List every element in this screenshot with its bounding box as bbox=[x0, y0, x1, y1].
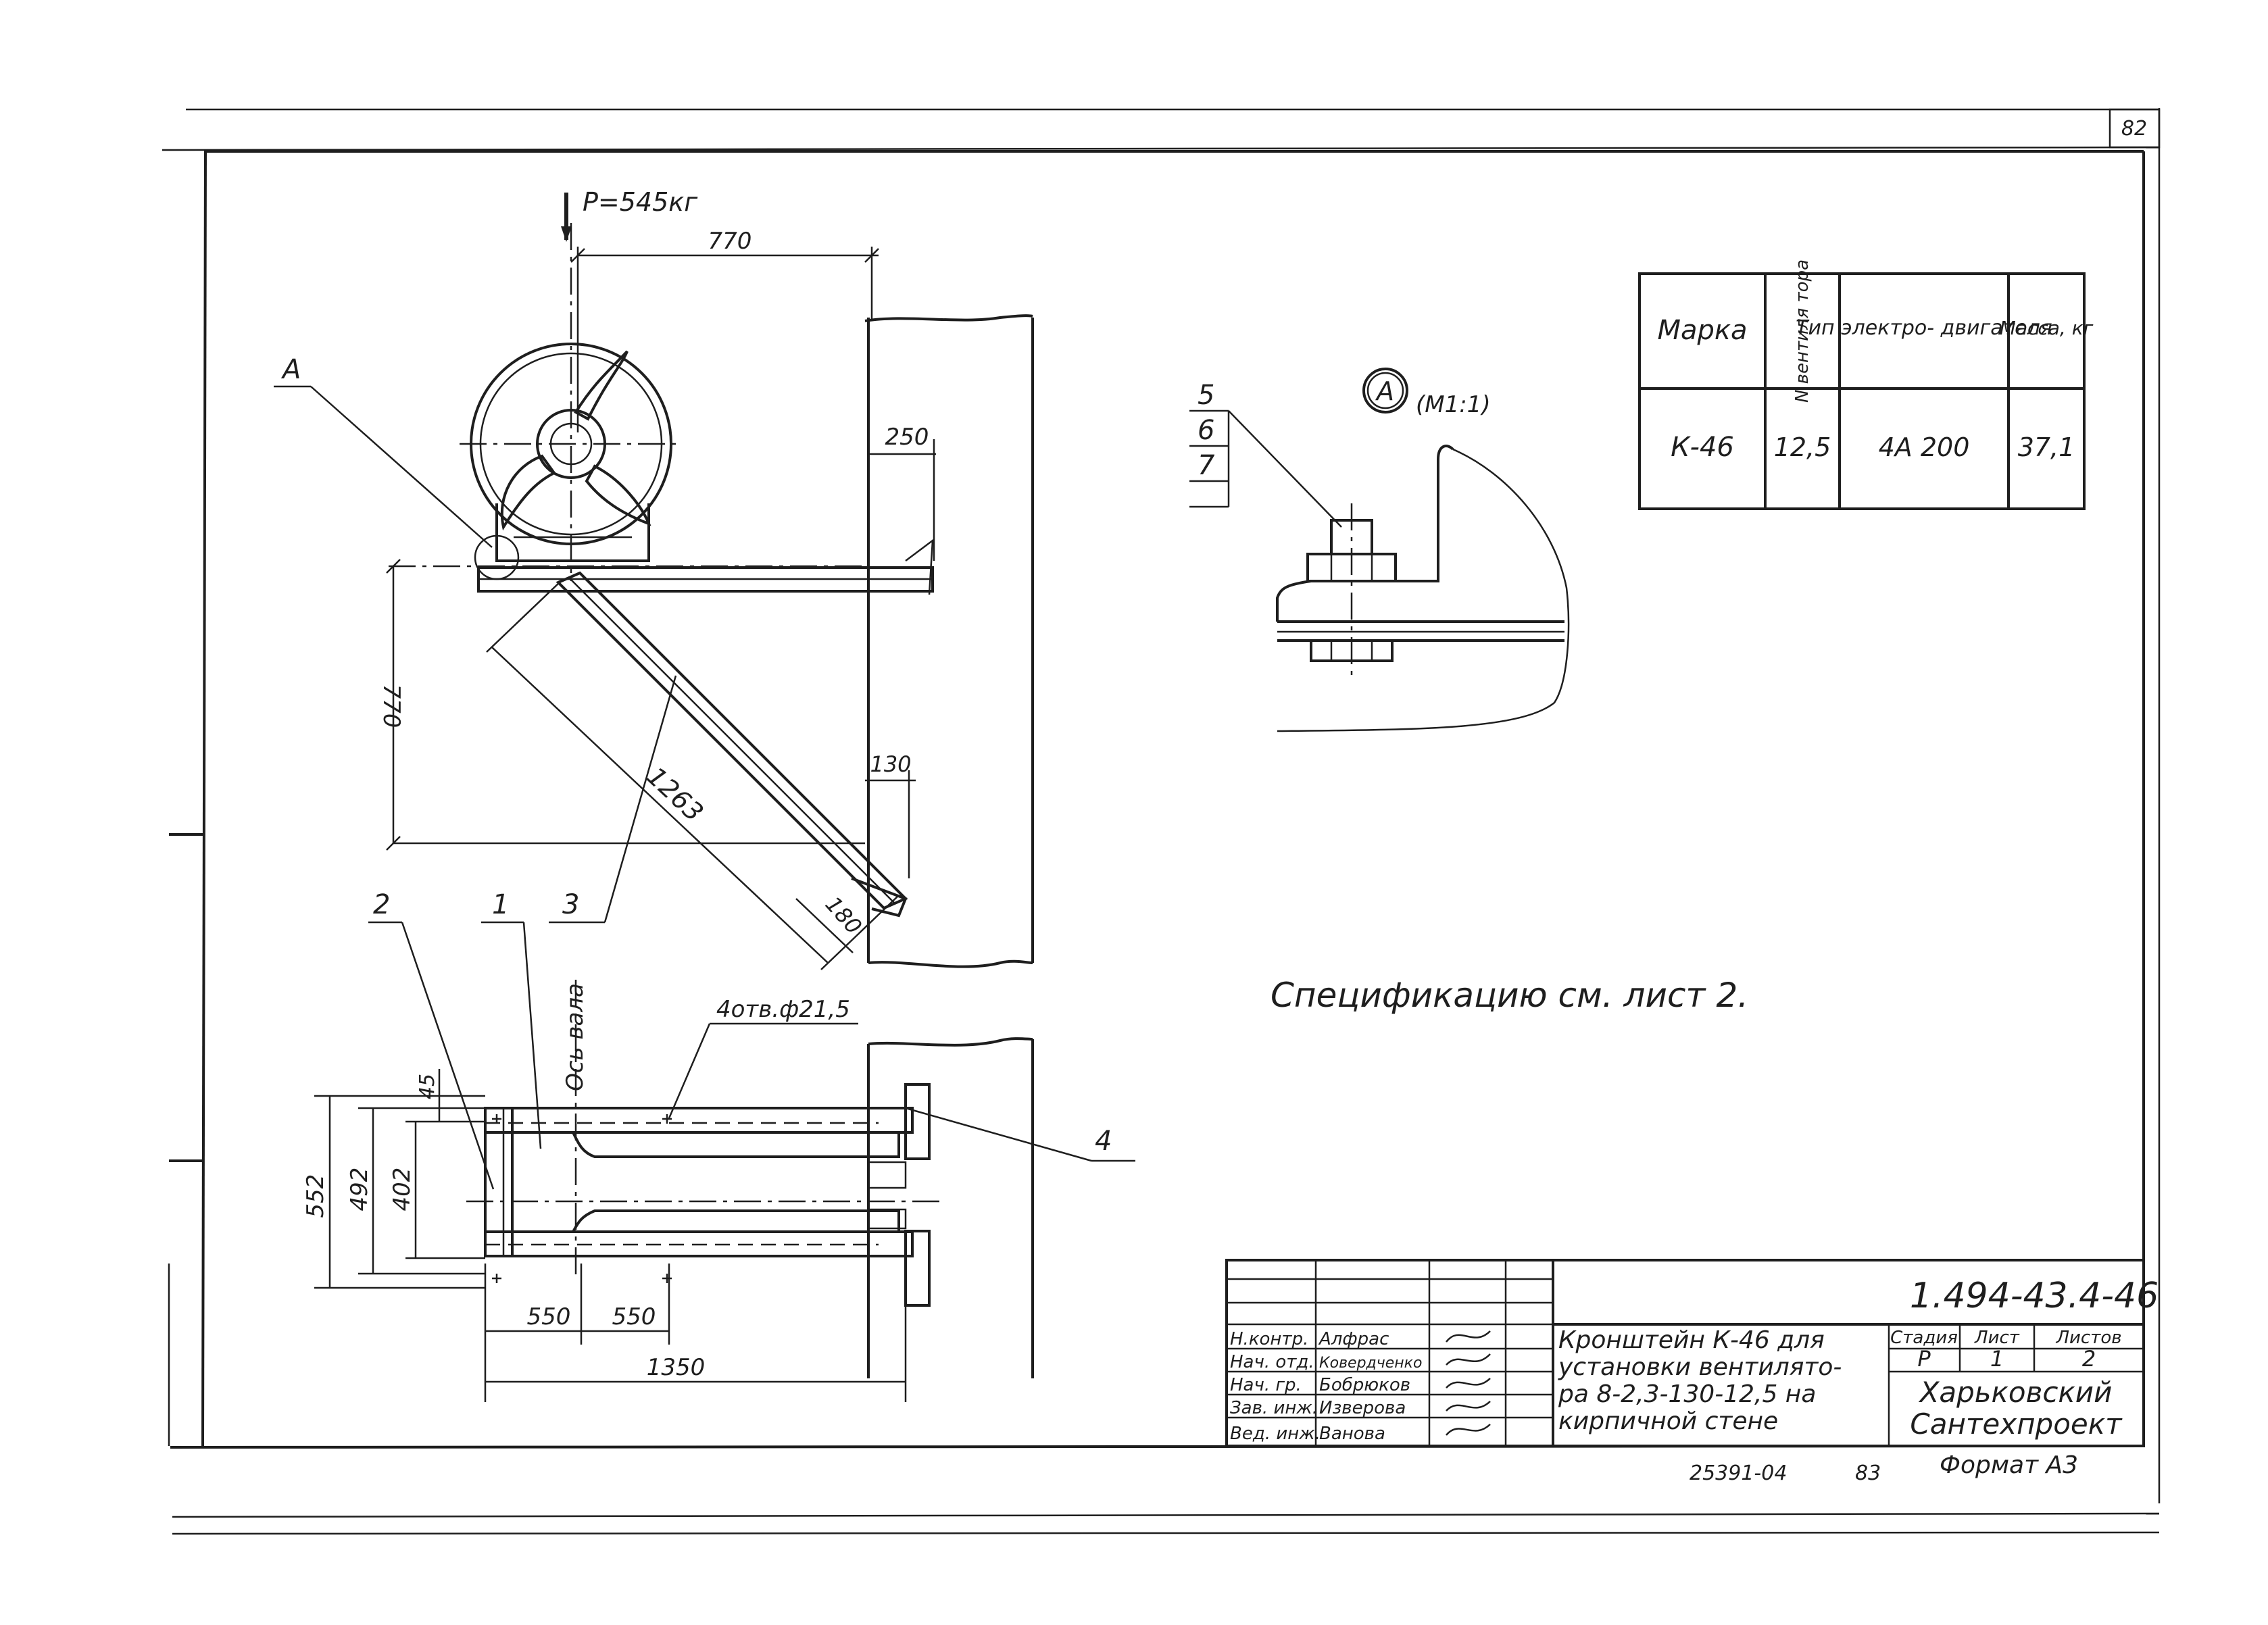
spec-note: Спецификацию см. лист 2. bbox=[1271, 976, 1748, 1015]
dim-text: 550 bbox=[612, 1303, 656, 1330]
org-line-1: Харьковский bbox=[1919, 1376, 2113, 1409]
dim-text: 1350 bbox=[647, 1354, 706, 1381]
sheet-header: Лист bbox=[1974, 1328, 2020, 1348]
detail-pos-7: 7 bbox=[1198, 450, 1215, 481]
title-block: 1.494-43.4-46 Н.контр. Алфрас Нач. отд. … bbox=[1225, 1259, 2159, 1447]
format-label: Формат А3 bbox=[1940, 1451, 2078, 1479]
dim-text: 130 bbox=[870, 751, 911, 777]
role-3: Нач. гр. bbox=[1230, 1375, 1302, 1395]
pos-3-label: 3 bbox=[562, 889, 579, 920]
name-5: Ванова bbox=[1319, 1424, 1385, 1444]
spec-cell-mass: 37,1 bbox=[2018, 432, 2075, 462]
spec-cell-mark: К-46 bbox=[1671, 432, 1734, 463]
fan-housing bbox=[460, 223, 683, 581]
name-4: Изверова bbox=[1319, 1398, 1406, 1418]
spec-header-mass: Масса, кг bbox=[2000, 317, 2094, 339]
dim-text: 402 bbox=[389, 1168, 416, 1211]
pos-1-label: 1 bbox=[492, 889, 509, 920]
name-2: Ковердченко bbox=[1319, 1355, 1422, 1372]
detail-a-marker: А bbox=[1375, 376, 1394, 406]
spec-header-mark: Марка bbox=[1657, 315, 1747, 346]
dim-wall-250: 250 bbox=[868, 424, 936, 561]
spec-table: Марка N вентиля тора Тип электро- двигат… bbox=[1638, 259, 2094, 510]
role-2: Нач. отд. bbox=[1230, 1352, 1314, 1372]
role-4: Зав. инж. bbox=[1230, 1398, 1318, 1418]
inventory-number: 25391-04 bbox=[1690, 1461, 1787, 1485]
title-line-4: кирпичной стене bbox=[1558, 1407, 1778, 1435]
callout-a-label: А bbox=[280, 354, 301, 385]
detail-a-drawing bbox=[1276, 445, 1570, 732]
dim-vert-770: 770 bbox=[378, 559, 865, 851]
detail-pos-5: 5 bbox=[1198, 380, 1214, 411]
spec-cell-motor: 4А 200 bbox=[1879, 432, 1970, 462]
holes-label: 4отв.ф21,5 bbox=[668, 996, 858, 1119]
dim-text: 770 bbox=[708, 228, 752, 255]
stage-header: Стадия bbox=[1890, 1328, 1958, 1348]
brick-wall-plan bbox=[867, 1037, 1034, 1378]
name-1: Алфрас bbox=[1318, 1329, 1389, 1349]
title-line-2: установки вентилято- bbox=[1558, 1353, 1842, 1381]
shaft-axis-label: Ось вала bbox=[562, 980, 589, 1277]
sheet-number-box: 82 bbox=[2109, 108, 2161, 149]
pos-4-label: 4 bbox=[1095, 1126, 1112, 1157]
footer: 25391-04 83 Формат А3 bbox=[1690, 1451, 2078, 1485]
position-leaders: 2 1 3 4 bbox=[368, 675, 1135, 1190]
footer-page: 83 bbox=[1855, 1461, 1881, 1485]
sheet-number: 82 bbox=[2121, 117, 2147, 141]
bracket-side-view bbox=[389, 534, 934, 918]
sheet-value: 1 bbox=[1990, 1346, 2004, 1372]
brick-wall-side bbox=[864, 314, 1034, 968]
spec-header-fan: N вентиля тора bbox=[1792, 259, 1813, 403]
role-5: Вед. инж. bbox=[1230, 1424, 1321, 1444]
detail-a-positions: 5 6 7 bbox=[1189, 380, 1342, 528]
dims-plan-vertical: 45 552 492 402 bbox=[302, 1069, 485, 1289]
spec-note-text: Спецификацию см. лист 2. bbox=[1271, 976, 1748, 1015]
bracket-plan-view bbox=[466, 1083, 946, 1307]
role-1: Н.контр. bbox=[1230, 1329, 1308, 1349]
callout-A: А bbox=[274, 354, 493, 548]
sheet-border bbox=[162, 108, 2161, 1535]
detail-a-header: А (М1:1) bbox=[1362, 368, 1491, 418]
name-3: Бобрюков bbox=[1319, 1375, 1410, 1395]
spec-cell-fan: 12,5 bbox=[1774, 432, 1831, 462]
sheets-header: Листов bbox=[2055, 1328, 2121, 1348]
dims-plan-horizontal: 550 550 1350 bbox=[484, 1264, 907, 1402]
detail-pos-6: 6 bbox=[1198, 415, 1214, 446]
dim-text: 552 bbox=[302, 1174, 329, 1218]
doc-code: 1.494-43.4-46 bbox=[1910, 1276, 2159, 1316]
dim-text: 770 bbox=[378, 684, 405, 728]
load-label: P=545кг bbox=[583, 187, 698, 217]
detail-a-scale: (М1:1) bbox=[1416, 391, 1491, 418]
dim-130: 130 bbox=[865, 751, 916, 878]
dim-text: 1263 bbox=[641, 761, 709, 827]
sheets-value: 2 bbox=[2082, 1346, 2096, 1372]
holes-text: 4отв.ф21,5 bbox=[716, 996, 850, 1023]
title-line-3: ра 8-2,3-130-12,5 на bbox=[1558, 1380, 1816, 1408]
dim-text: 45 bbox=[416, 1074, 439, 1099]
pos-2-label: 2 bbox=[373, 889, 390, 920]
org-line-2: Сантехпроект bbox=[1910, 1407, 2123, 1441]
dim-top-770: 770 bbox=[570, 228, 879, 432]
dim-text: 492 bbox=[346, 1168, 373, 1211]
dim-text: 250 bbox=[885, 424, 929, 451]
title-line-1: Кронштейн К-46 для bbox=[1558, 1326, 1825, 1354]
dim-text: 550 bbox=[527, 1303, 571, 1330]
spec-header-motor: Тип электро- двигателя bbox=[1796, 316, 2052, 340]
load-arrow: P=545кг bbox=[561, 187, 698, 242]
stage-value: Р bbox=[1917, 1346, 1931, 1372]
